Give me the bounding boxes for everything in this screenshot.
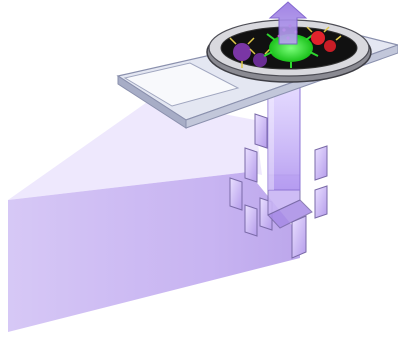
mirror-panel bbox=[292, 216, 306, 258]
mirror-panel bbox=[315, 146, 327, 180]
mirror-panel bbox=[230, 178, 242, 210]
mirror-panel bbox=[315, 186, 327, 218]
mirror-panel bbox=[245, 148, 257, 182]
mirror-panel bbox=[255, 114, 267, 148]
excitation-column bbox=[268, 85, 300, 190]
mirror-panel bbox=[245, 205, 257, 236]
